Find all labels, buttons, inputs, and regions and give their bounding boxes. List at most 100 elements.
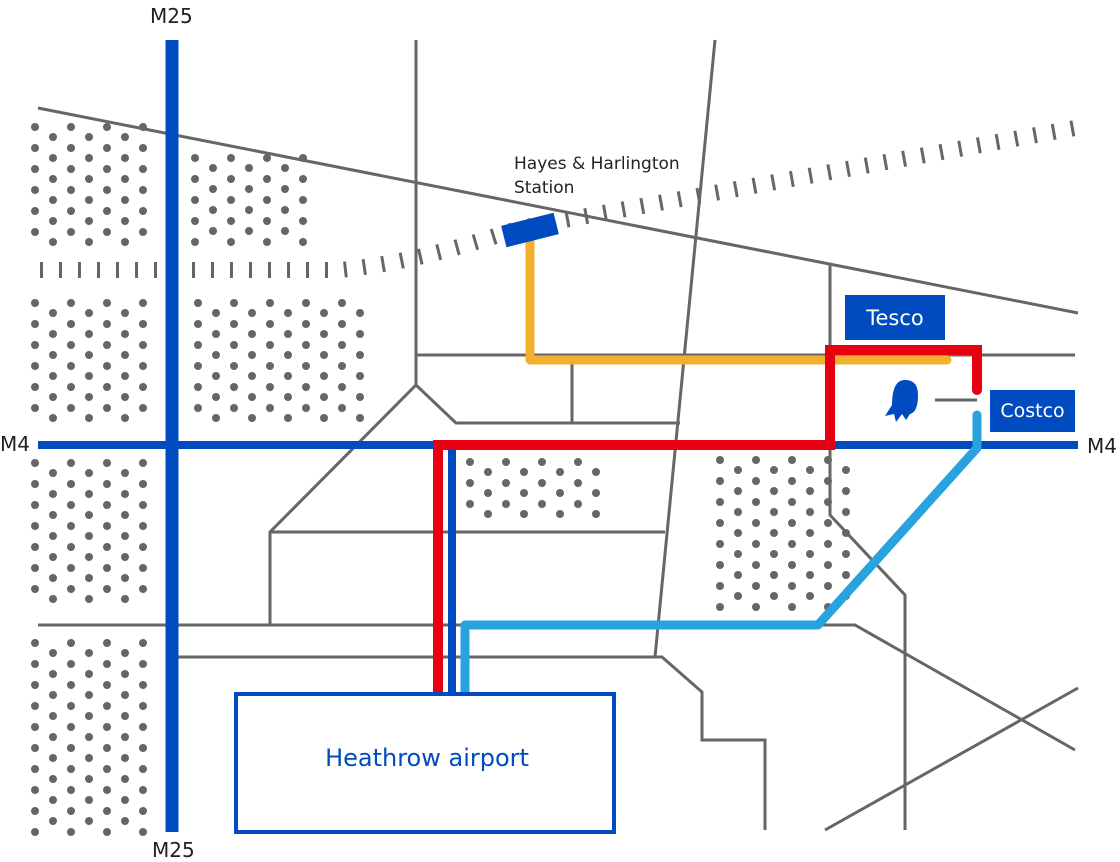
area-dot — [299, 196, 307, 204]
area-dot — [31, 723, 39, 731]
area-dot — [139, 660, 147, 668]
area-dot — [734, 487, 742, 495]
area-dot — [770, 550, 778, 558]
area-dot — [49, 490, 57, 498]
area-dot — [85, 490, 93, 498]
area-dot — [49, 351, 57, 359]
area-dot — [356, 372, 364, 380]
area-dot — [139, 702, 147, 710]
built-up-areas — [31, 123, 850, 836]
area-dot — [302, 383, 310, 391]
area-dot — [716, 456, 724, 464]
area-dot — [67, 299, 75, 307]
area-dot — [67, 564, 75, 572]
area-dot — [502, 479, 510, 487]
area-dot — [31, 341, 39, 349]
area-dot — [85, 796, 93, 804]
area-dot — [121, 469, 129, 477]
area-dot — [85, 775, 93, 783]
area-dot — [806, 592, 814, 600]
area-dot — [121, 649, 129, 657]
area-dot — [263, 196, 271, 204]
station-icon — [501, 212, 559, 248]
area-dot — [734, 466, 742, 474]
area-dot — [556, 510, 564, 518]
area-dot — [67, 383, 75, 391]
area-dot — [31, 702, 39, 710]
m25-label-bottom: M25 — [152, 838, 195, 862]
area-dot — [103, 341, 111, 349]
area-dot — [121, 330, 129, 338]
area-dot — [574, 479, 582, 487]
area-dot — [139, 807, 147, 815]
area-dot — [842, 571, 850, 579]
area-dot — [191, 154, 199, 162]
area-dot — [227, 154, 235, 162]
area-dot — [103, 765, 111, 773]
area-dot — [230, 299, 238, 307]
area-dot — [466, 479, 474, 487]
area-dot — [121, 691, 129, 699]
area-dot — [824, 519, 832, 527]
area-dot — [67, 585, 75, 593]
area-dot — [212, 414, 220, 422]
area-dot — [520, 468, 528, 476]
area-dot — [281, 227, 289, 235]
area-dot — [230, 341, 238, 349]
area-dot — [103, 123, 111, 131]
area-dot — [31, 144, 39, 152]
area-dot — [824, 540, 832, 548]
area-dot — [67, 165, 75, 173]
area-dot — [574, 458, 582, 466]
area-dot — [103, 362, 111, 370]
area-dot — [103, 828, 111, 836]
area-dot — [121, 532, 129, 540]
area-dot — [338, 362, 346, 370]
area-dot — [716, 540, 724, 548]
area-dot — [139, 228, 147, 236]
area-dot — [31, 744, 39, 752]
area-dot — [338, 299, 346, 307]
area-dot — [302, 362, 310, 370]
area-dot — [103, 165, 111, 173]
area-dot — [139, 404, 147, 412]
area-dot — [121, 775, 129, 783]
area-dot — [121, 196, 129, 204]
area-dot — [770, 592, 778, 600]
m4-label-left: M4 — [0, 432, 30, 456]
area-dot — [320, 309, 328, 317]
area-dot — [85, 574, 93, 582]
area-dot — [139, 320, 147, 328]
area-dot — [281, 185, 289, 193]
tesco-label[interactable]: Tesco — [845, 295, 945, 340]
area-dot — [209, 164, 217, 172]
area-dot — [806, 529, 814, 537]
area-dot — [538, 479, 546, 487]
area-dot — [716, 498, 724, 506]
area-dot — [49, 217, 57, 225]
area-dot — [209, 185, 217, 193]
area-dot — [85, 393, 93, 401]
area-dot — [67, 522, 75, 530]
area-dot — [103, 807, 111, 815]
costco-label[interactable]: Costco — [990, 390, 1075, 432]
area-dot — [31, 404, 39, 412]
area-dot — [556, 489, 564, 497]
area-dot — [121, 175, 129, 183]
heathrow-airport-area[interactable] — [234, 692, 616, 834]
area-dot — [284, 309, 292, 317]
area-dot — [263, 175, 271, 183]
area-dot — [320, 351, 328, 359]
area-dot — [139, 186, 147, 194]
area-dot — [284, 330, 292, 338]
area-dot — [788, 561, 796, 569]
area-dot — [139, 501, 147, 509]
area-dot — [752, 456, 760, 464]
area-dot — [49, 196, 57, 204]
area-dot — [31, 459, 39, 467]
area-dot — [770, 508, 778, 516]
area-dot — [245, 164, 253, 172]
area-dot — [139, 207, 147, 215]
area-dot — [103, 228, 111, 236]
area-dot — [31, 383, 39, 391]
